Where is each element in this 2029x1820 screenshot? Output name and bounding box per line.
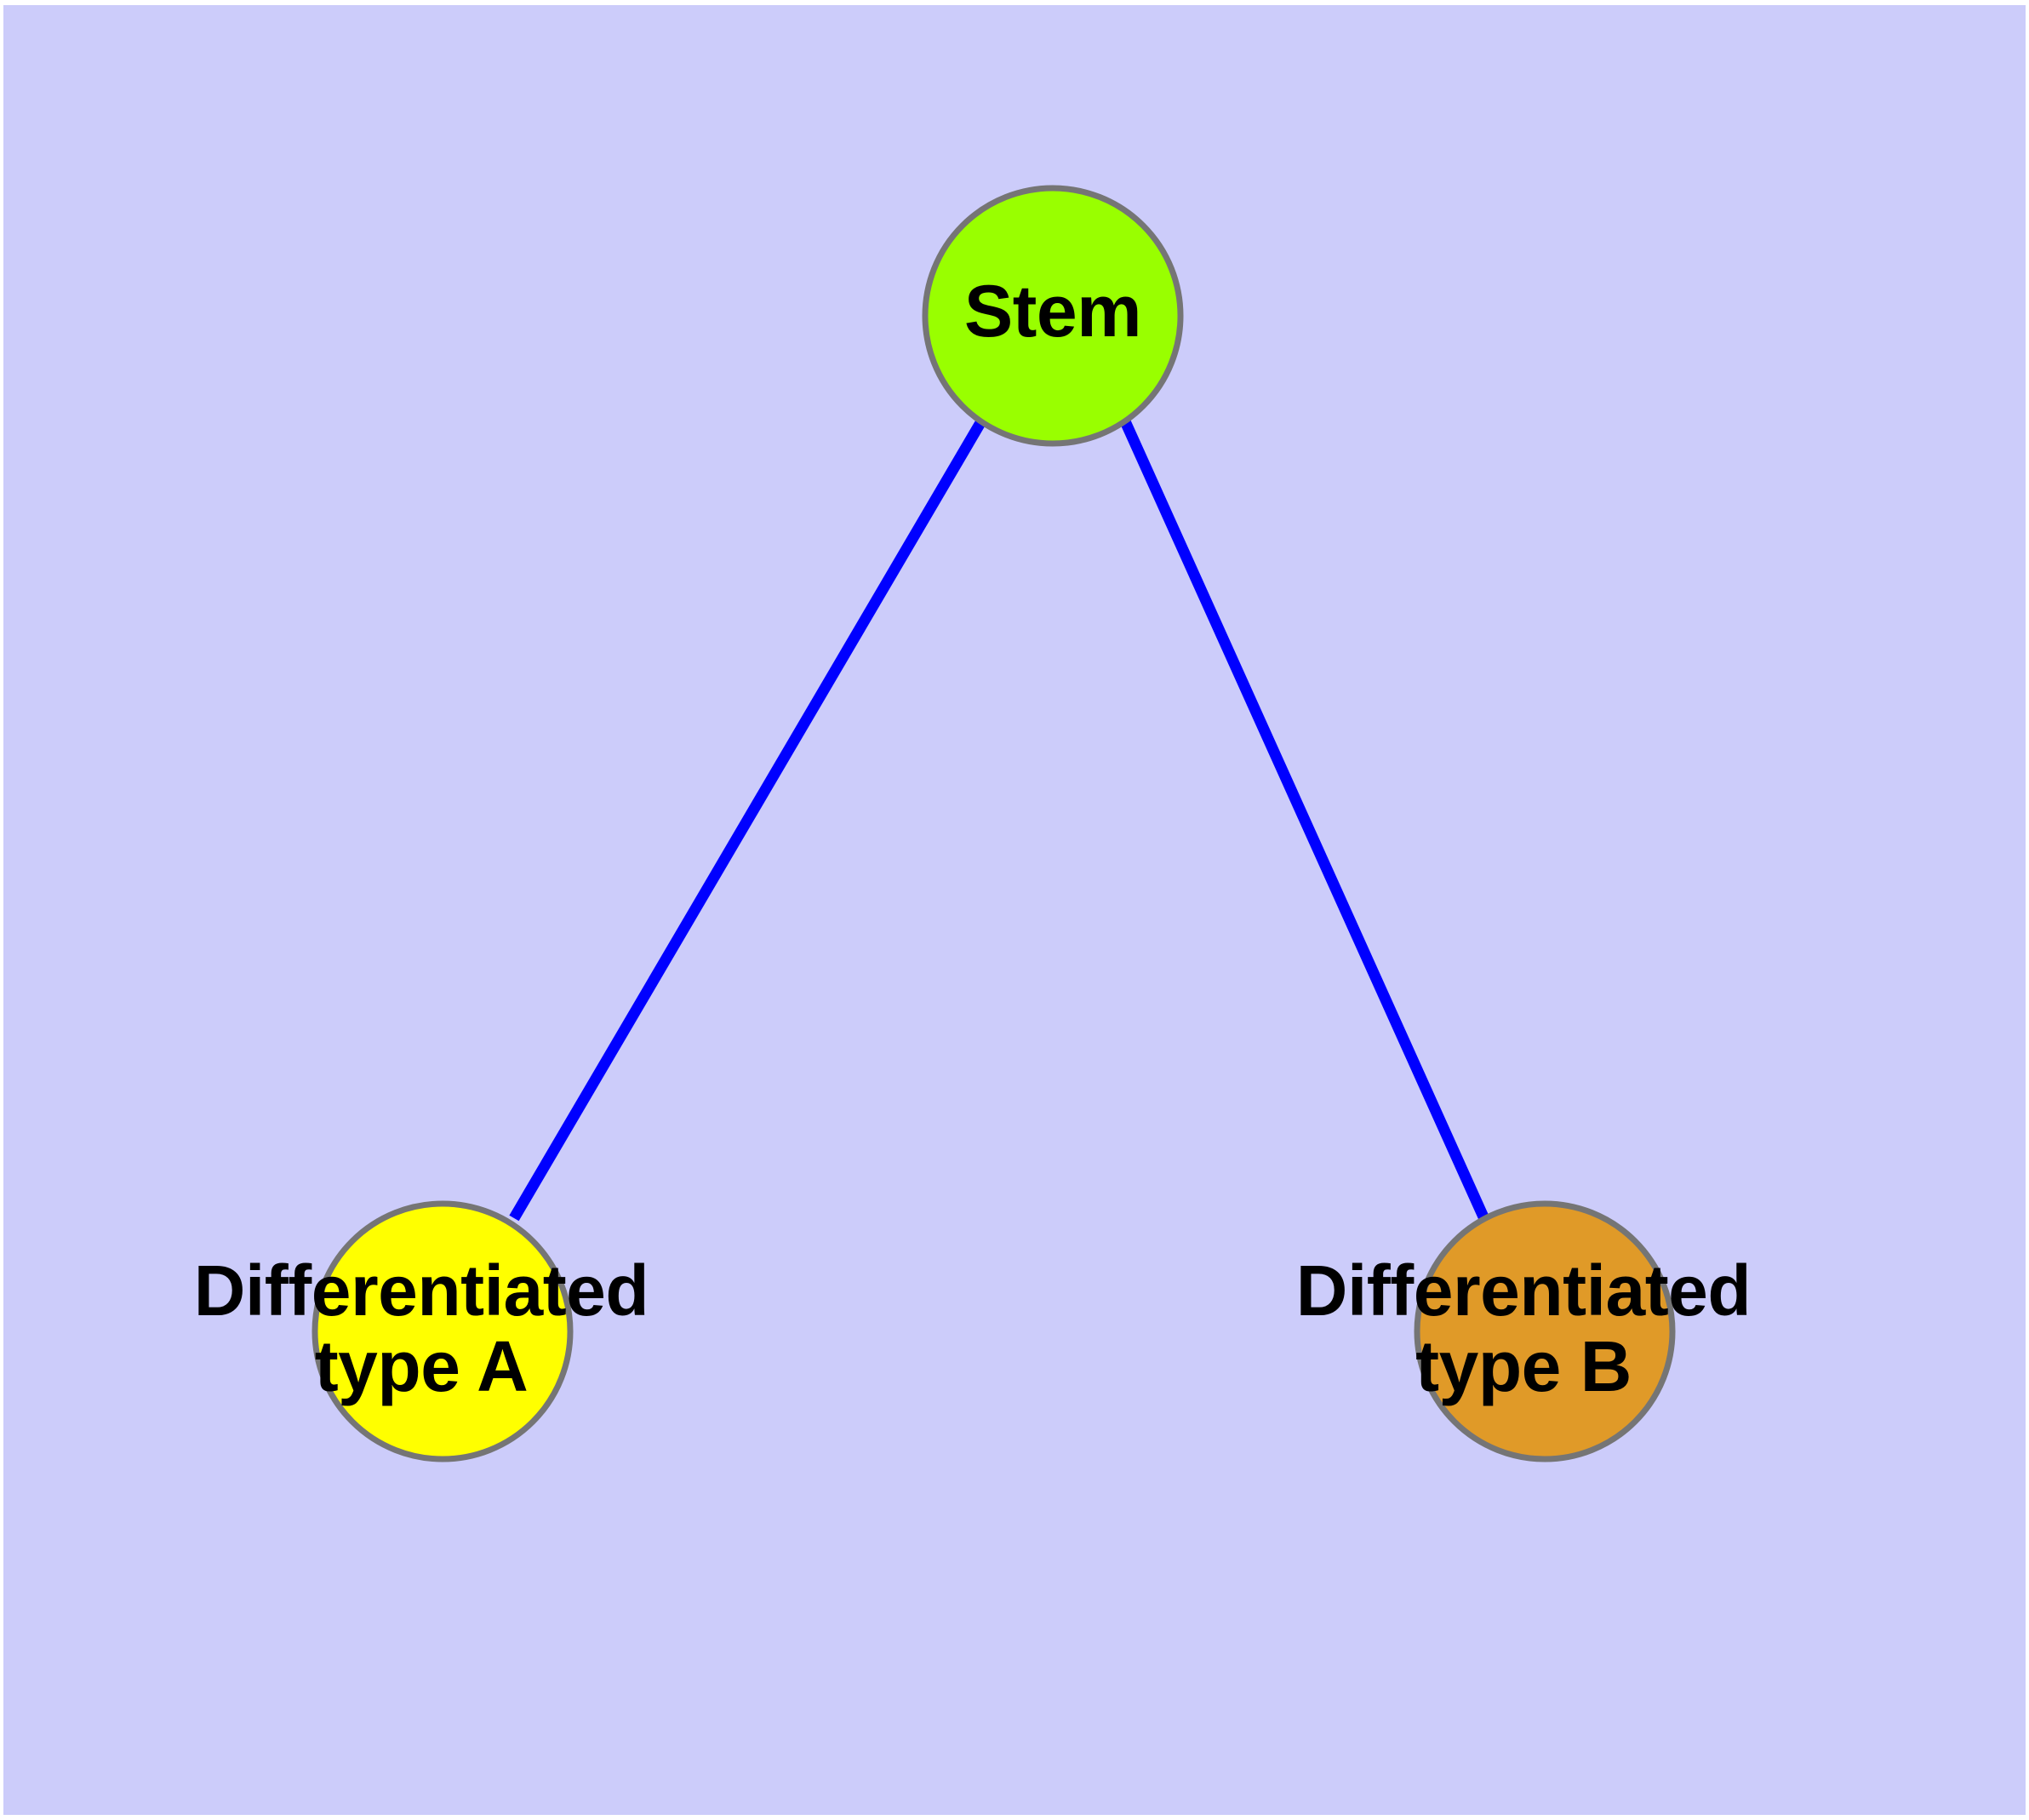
node-differentiated-type-a[interactable] — [311, 1200, 574, 1462]
node-stem[interactable] — [922, 185, 1184, 447]
edge-stem-to-differentiated-type-b[interactable] — [1120, 419, 1490, 1223]
edge-stem-to-differentiated-type-a[interactable] — [509, 418, 986, 1222]
node-differentiated-type-b[interactable] — [1414, 1200, 1676, 1462]
